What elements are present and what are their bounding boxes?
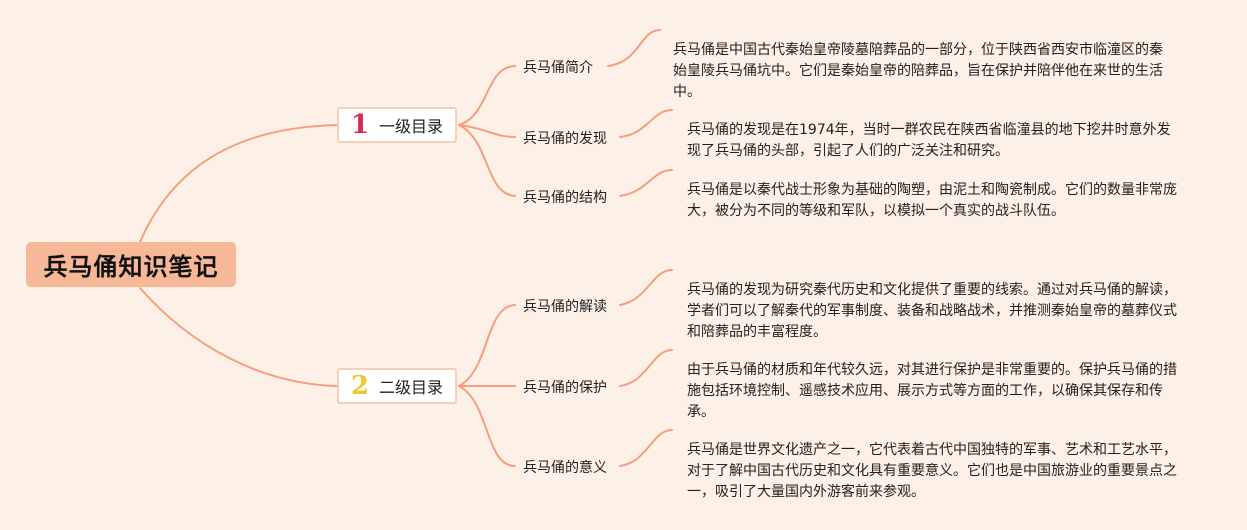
topic-node-significance[interactable]: 兵马俑的意义 [523,460,607,476]
connector-branch1-topic3 [458,124,516,197]
topic-node-intro[interactable]: 兵马俑简介 [523,60,593,76]
connector-root-branch-1 [139,124,338,243]
branch-number-2: 2 [350,371,370,401]
topic-node-protection[interactable]: 兵马俑的保护 [523,380,607,396]
branch-label-2: 二级目录 [379,378,444,397]
topic-description-structure: 兵马俑是以秦代战士形象为基础的陶塑，由泥土和陶瓷制成。它们的数量非常庞大，被分为… [687,182,1177,219]
topic-description-intro: 兵马俑是中国古代秦始皇帝陵墓陪葬品的一部分，位于陕西省西安市临潼区的秦始皇陵兵马… [673,42,1163,100]
topic-description-protection: 由于兵马俑的材质和年代较久远，对其进行保护是非常重要的。保护兵马俑的措施包括环境… [687,362,1177,420]
topic-description-discovery: 兵马俑的发现是在1974年，当时一群农民在陕西省临潼县的地下挖井时意外发现了兵马… [687,122,1171,159]
topic-description-significance: 兵马俑是世界文化遗产之一，它代表着古代中国独特的军事、艺术和工艺水平，对于了解中… [687,442,1177,500]
topic-description-interpretation: 兵马俑的发现为研究秦代历史和文化提供了重要的线索。通过对兵马俑的解读，学者们可以… [687,282,1177,340]
connector-branch1-topic2 [458,124,516,138]
topic-node-interpretation[interactable]: 兵马俑的解读 [523,299,607,315]
topic-node-discovery[interactable]: 兵马俑的发现 [523,131,607,147]
connector-topic1-desc [607,29,661,67]
connector-topic4-desc [619,269,673,306]
topic-node-structure[interactable]: 兵马俑的结构 [523,190,607,206]
branch-node-2[interactable]: 2 二级目录 [337,368,457,404]
connector-topic2-desc [619,109,673,138]
connector-branch2-topic1 [458,304,516,387]
connector-branch1-topic1 [458,65,516,126]
connector-topic5-desc [619,349,673,387]
root-title[interactable]: 兵马俑知识笔记 [26,242,236,287]
branch-number-1: 1 [350,110,370,140]
branch-label-1: 一级目录 [379,117,444,136]
connector-root-branch-2 [139,287,338,387]
connector-branch2-topic3 [458,385,516,467]
connector-topic6-desc [619,429,673,467]
connector-topic3-desc [619,169,673,197]
branch-node-1[interactable]: 1 一级目录 [337,107,457,143]
